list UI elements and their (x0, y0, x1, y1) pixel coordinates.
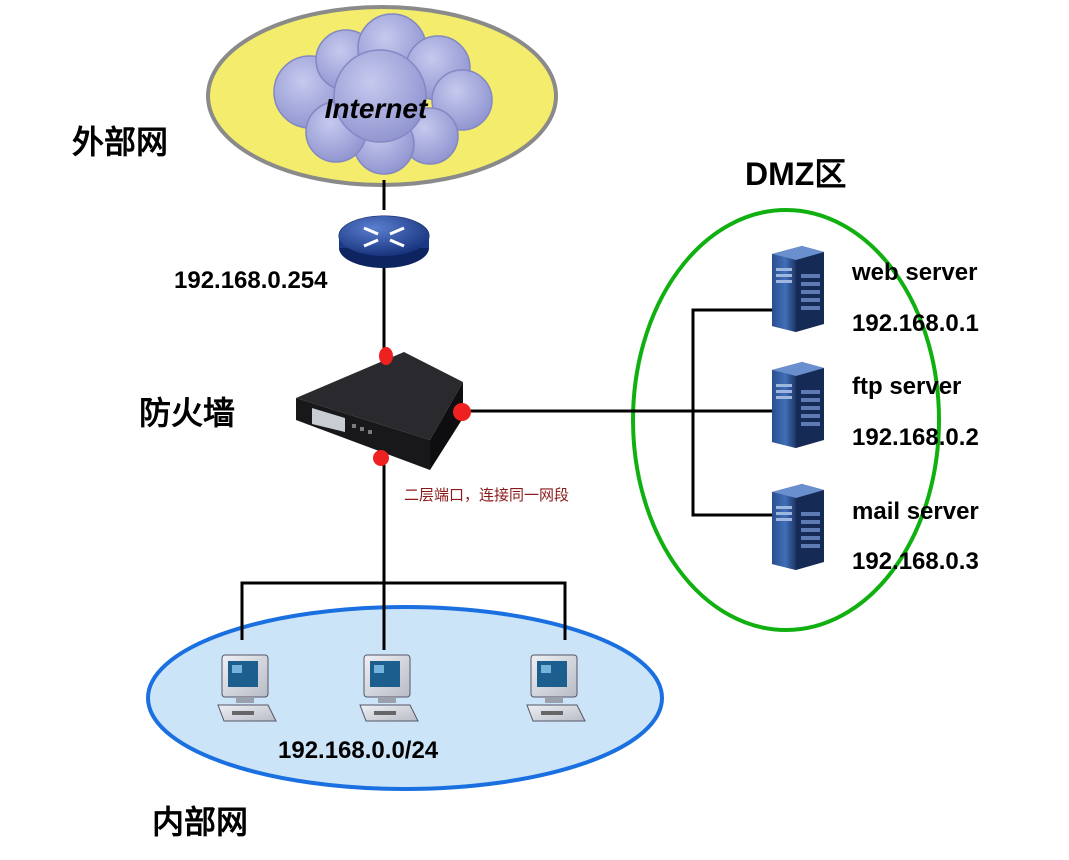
dmz-zone-label: DMZ区 (745, 156, 846, 192)
internal-subnet-label: 192.168.0.0/24 (278, 737, 439, 764)
mail-server-icon (772, 484, 824, 570)
internal-zone-label: 内部网 (152, 804, 248, 840)
network-links (240, 180, 773, 650)
pc-icon (359, 654, 419, 722)
server-ip-label: 192.168.0.1 (852, 310, 979, 337)
firewall-label: 防火墙 (139, 395, 235, 431)
firewall-note: 二层端口，连接同一网段 (404, 487, 569, 504)
router-icon (338, 215, 430, 268)
ftp-server-icon (772, 362, 824, 448)
pc-icon (526, 654, 586, 722)
external-zone-label: 外部网 (72, 124, 168, 160)
internet-label: Internet (325, 93, 429, 124)
server-ip-label: 192.168.0.3 (852, 548, 979, 575)
server-name-label: ftp server (852, 373, 961, 400)
server-name-label: mail server (852, 498, 979, 525)
internal-zone (146, 605, 664, 791)
firewall-icon (296, 352, 463, 470)
pc-icon (217, 654, 277, 722)
server-ip-label: 192.168.0.2 (852, 424, 979, 451)
server-name-label: web server (851, 259, 977, 286)
web-server-icon (772, 246, 824, 332)
internet-cloud-icon (273, 13, 493, 175)
router-ip-label: 192.168.0.254 (174, 267, 328, 294)
port-dot (373, 347, 471, 466)
